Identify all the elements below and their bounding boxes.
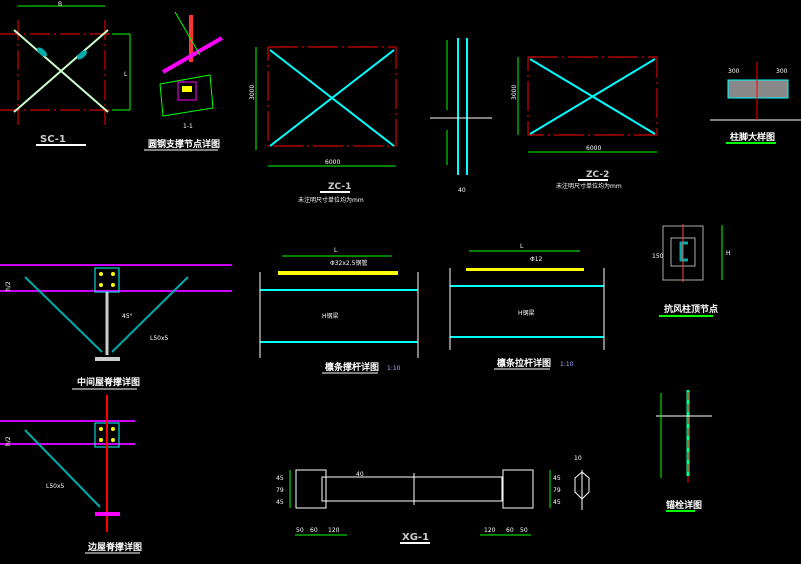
- xg1-right-h-1: 60: [506, 527, 514, 534]
- zc1-elevation: 3000 6000 ZC-1 未注明尺寸单位均为mm: [249, 46, 397, 204]
- wind-column-title: 抗风柱顶节点: [664, 303, 718, 315]
- xg1-left-v-2: 45: [276, 499, 284, 506]
- anchor-bolt-detail: 锚栓详图: [656, 390, 712, 512]
- sc1-dim-right: L: [124, 71, 128, 78]
- edge-ridge-member: L50x5: [46, 483, 65, 490]
- edge-ridge-detail: h/2 L50x5 边屋脊撑详图: [0, 395, 142, 554]
- zc2-elevation: 3000 6000 ZC-2 未注明尺寸单位均为mm: [511, 56, 658, 190]
- tie-rod: Φ12: [530, 256, 543, 263]
- zc2-dim-height: 3000: [511, 85, 518, 100]
- xg1-detail: 10 40 45 79 45 45 79 45 50 60 120 120 60…: [276, 455, 590, 544]
- xg1-left-h-1: 60: [310, 527, 318, 534]
- middle-ridge-angle: 45°: [122, 313, 133, 320]
- tie-title: 檩条拉杆详图: [497, 357, 551, 369]
- column-elevation: 40: [430, 38, 492, 194]
- zc1-note: 未注明尺寸单位均为mm: [298, 196, 364, 204]
- strut-beam: H钢梁: [322, 312, 339, 320]
- middle-ridge-detail: h/2 45° L50x5 中间屋脊撑详图: [0, 264, 232, 390]
- xg1-right-v-0: 45: [553, 475, 561, 482]
- xg1-left-h-2: 120: [328, 527, 340, 534]
- strut-title: 檩条撑杆详图: [325, 361, 379, 373]
- anchor-title: 锚栓详图: [666, 499, 702, 511]
- sc1-title: SC-1: [40, 134, 66, 145]
- strut-rod: Φ32x2.5钢管: [330, 259, 367, 267]
- node-section-label: 1-1: [183, 123, 193, 130]
- zc1-dim-width: 6000: [325, 159, 340, 166]
- xg1-right-v-1: 79: [553, 487, 561, 494]
- sc1-dim-top: B: [58, 1, 62, 8]
- wind-column-top-detail: H 150 抗风柱顶节点: [652, 224, 731, 317]
- wind-dim-left: 150: [652, 253, 664, 260]
- zc2-dim-width: 6000: [586, 145, 601, 152]
- column-label-bottom: 40: [458, 187, 466, 194]
- strut-scale: 1:10: [387, 365, 401, 372]
- xg1-left-h-0: 50: [296, 527, 304, 534]
- xg1-left-v-0: 45: [276, 475, 284, 482]
- middle-ridge-member: L50x5: [150, 335, 169, 342]
- xg1-right-h-0: 120: [484, 527, 496, 534]
- xg1-dim-section: 10: [574, 455, 582, 462]
- wind-dim-h: H: [726, 250, 731, 257]
- xg1-right-h-2: 50: [520, 527, 528, 534]
- zc2-note: 未注明尺寸单位均为mm: [556, 182, 622, 190]
- zc2-title: ZC-2: [586, 170, 609, 180]
- tie-beam: H钢梁: [518, 309, 535, 317]
- sc1-plan: B L SC-1: [0, 1, 131, 146]
- purlin-tie-detail: L Φ12 H钢梁 檩条拉杆详图 1:10: [449, 243, 605, 370]
- xg1-title: XG-1: [402, 532, 429, 543]
- node-detail-title: 圆钢支撑节点详图: [148, 138, 220, 150]
- middle-ridge-title: 中间屋脊撑详图: [77, 376, 140, 388]
- purlin-strut-detail: L Φ32x2.5钢管 H钢梁 檩条撑杆详图 1:10: [259, 247, 419, 374]
- zc1-title: ZC-1: [328, 182, 351, 192]
- middle-ridge-dim: h/2: [5, 281, 12, 291]
- tie-scale: 1:10: [560, 361, 574, 368]
- xg1-dim-inner: 40: [356, 471, 364, 478]
- edge-ridge-dim: h/2: [5, 436, 12, 446]
- column-base-detail: 300 300 柱脚大样图: [710, 62, 801, 144]
- base-dim-right: 300: [776, 68, 788, 75]
- xg1-left-v-1: 79: [276, 487, 284, 494]
- xg1-right-v-2: 45: [553, 499, 561, 506]
- zc1-dim-height: 3000: [249, 85, 256, 100]
- column-base-title: 柱脚大样图: [730, 131, 775, 143]
- brace-node-detail: 1-1 圆钢支撑节点详图: [144, 11, 223, 151]
- strut-dim: L: [334, 247, 338, 254]
- tie-dim: L: [520, 243, 524, 250]
- edge-ridge-title: 边屋脊撑详图: [87, 541, 142, 553]
- base-dim-left: 300: [728, 68, 740, 75]
